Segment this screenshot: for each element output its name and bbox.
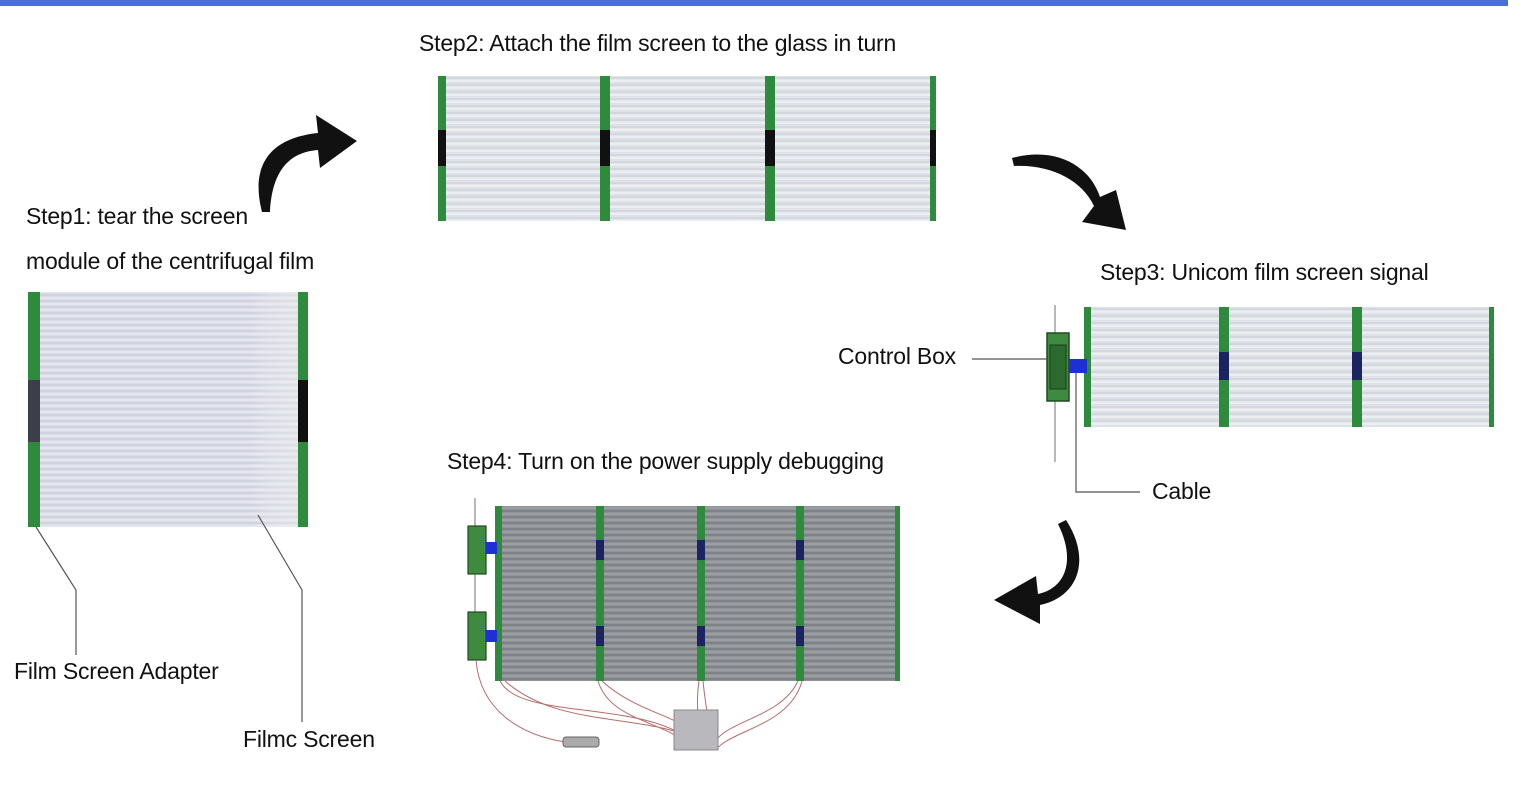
adapter-leader-line xyxy=(35,526,77,655)
power-plug xyxy=(562,736,600,748)
step4-film-panel xyxy=(467,498,900,751)
film-screen-adapter-label: Film Screen Adapter xyxy=(14,658,219,684)
step1-title-line1: Step1: tear the screen xyxy=(26,203,248,229)
step3-film-panel xyxy=(1054,305,1494,462)
step4-title: Step4: Turn on the power supply debuggin… xyxy=(447,448,884,474)
cable-label: Cable xyxy=(1152,478,1212,504)
curved-arrow-icon xyxy=(258,115,357,212)
filmc-screen-label: Filmc Screen xyxy=(243,726,375,752)
step3-title: Step3: Unicom film screen signal xyxy=(1100,259,1429,285)
step1-title-line2: module of the centrifugal film xyxy=(26,248,315,274)
step2-title: Step2: Attach the film screen to the gla… xyxy=(419,30,897,56)
step1-film-panel xyxy=(28,292,308,527)
cable-leader-line xyxy=(1075,373,1140,493)
curved-arrow-icon xyxy=(994,520,1080,624)
power-supply-box xyxy=(673,709,719,751)
step2-film-panel xyxy=(438,76,936,221)
screen-leader-line xyxy=(257,514,303,722)
control-box xyxy=(1046,332,1070,402)
top-banner-bar xyxy=(0,0,1508,6)
control-box-label: Control Box xyxy=(838,343,956,369)
cable-connector xyxy=(1069,359,1087,373)
curved-arrow-icon xyxy=(1012,154,1126,230)
